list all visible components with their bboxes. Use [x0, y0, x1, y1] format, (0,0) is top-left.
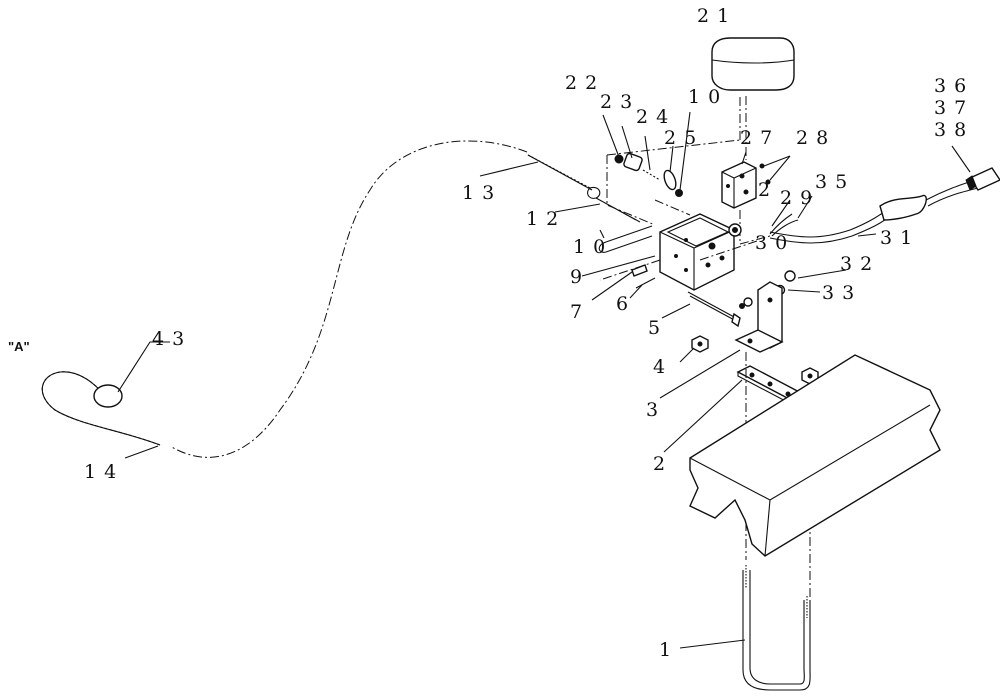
washer-left: [743, 297, 753, 307]
callout-13: 1 3: [462, 182, 495, 204]
cable-route-line: [169, 140, 528, 458]
callout-38: 3 8: [934, 119, 967, 141]
callout-33: 3 3: [822, 282, 855, 304]
callout-28: 2 8: [796, 127, 829, 149]
spring-hook: [587, 186, 601, 199]
callout-2: 2: [653, 453, 666, 475]
callout-37: 3 7: [934, 97, 967, 119]
callout-5: 5: [648, 317, 661, 339]
cover: [711, 37, 795, 91]
callout-31: 3 1: [880, 227, 913, 249]
spring-24: [642, 169, 661, 181]
callout-14: 1 4: [84, 461, 117, 483]
connector: [965, 167, 1000, 191]
frame-beam: [689, 354, 941, 557]
assembly-dash-box: [606, 95, 741, 226]
nut-32: [784, 270, 796, 282]
callout-27: 2 7: [740, 127, 773, 149]
callout-10-upper: 1 0: [688, 86, 721, 108]
bolt-5: [687, 291, 741, 328]
callout-4: 4: [653, 356, 666, 378]
nut-22: [614, 154, 624, 164]
callout-12: 1 2: [526, 208, 559, 230]
callout-7: 7: [570, 301, 583, 323]
callouts: 2 1 2 2 2 3 2 4 1 0 2 5 2 7 2 8 2 2 9 3 …: [84, 5, 967, 661]
switch-block: [721, 161, 757, 209]
callout-9: 9: [570, 266, 583, 288]
tag: [93, 384, 123, 408]
callout-1: 1: [659, 639, 672, 661]
clip: [598, 225, 653, 253]
callout-21: 2 1: [697, 5, 730, 27]
callout-35: 3 5: [815, 171, 848, 193]
callout-30: 3 0: [755, 232, 788, 254]
callout-24: 2 4: [636, 106, 669, 128]
callout-26: 2: [758, 179, 771, 201]
callout-22: 2 2: [565, 72, 598, 94]
bushing-23: [623, 152, 643, 172]
callout-29: 2 9: [780, 187, 813, 209]
chain: [41, 371, 161, 446]
leader-lines: [117, 111, 971, 649]
spring: [527, 154, 593, 191]
nut-4: [691, 335, 709, 353]
view-label: "A": [8, 339, 30, 354]
callout-32: 3 2: [840, 253, 873, 275]
pin-7: [631, 264, 648, 277]
nut-10-upper: [675, 189, 683, 197]
callout-3: 3: [646, 399, 659, 421]
callout-25: 2 5: [664, 127, 697, 149]
callout-36: 3 6: [934, 75, 967, 97]
angle-bracket: [734, 281, 784, 353]
u-bolt: [742, 565, 811, 691]
callout-43: 4 3: [152, 328, 185, 350]
screw-28a: [759, 163, 765, 169]
callout-10-lower: 1 0: [573, 236, 606, 258]
screw-6: [635, 277, 656, 289]
housing-block: [659, 213, 735, 291]
callout-23: 2 3: [600, 91, 633, 113]
washer-25: [663, 169, 677, 191]
screw-28b: [765, 179, 771, 185]
terminal-wires: [769, 213, 799, 237]
eye-bolt: [595, 197, 641, 223]
wire-harness: [769, 179, 979, 244]
callout-6: 6: [616, 293, 629, 315]
